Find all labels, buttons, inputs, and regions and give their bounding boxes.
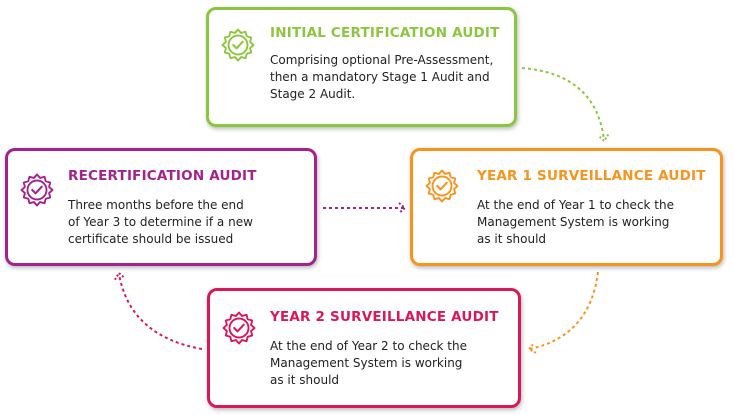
arrow-year2-to-recert xyxy=(114,271,203,350)
certified-seal-checkmark-icon xyxy=(221,28,255,62)
card-title: YEAR 1 SURVEILLANCE AUDIT xyxy=(477,168,706,184)
year-2-surveillance-audit-card: YEAR 2 SURVEILLANCE AUDIT At the end of … xyxy=(207,288,521,408)
card-description: At the end of Year 1 to check the Manage… xyxy=(477,197,674,248)
description-line: Comprising optional Pre-Assessment, xyxy=(270,53,494,67)
description-line: At the end of Year 2 to check the xyxy=(270,339,467,353)
description-line: Management System is working xyxy=(270,356,463,370)
description-line: as it should xyxy=(270,373,340,387)
certified-seal-checkmark-icon xyxy=(222,311,256,345)
arrow-year1-to-year2 xyxy=(527,271,599,354)
description-line: Management System is working xyxy=(477,215,670,229)
description-line: of Year 3 to determine if a new xyxy=(68,215,253,229)
card-title: RECERTIFICATION AUDIT xyxy=(68,168,257,184)
arrow-initial-to-year1 xyxy=(521,67,610,143)
description-line: certificate should be issued xyxy=(68,232,234,246)
card-description: Three months before the end of Year 3 to… xyxy=(68,197,253,248)
card-description: At the end of Year 2 to check the Manage… xyxy=(270,338,467,389)
description-line: Stage 2 Audit. xyxy=(270,87,356,101)
certified-seal-checkmark-icon xyxy=(20,173,54,207)
initial-certification-audit-card: INITIAL CERTIFICATION AUDIT Comprising o… xyxy=(206,7,517,127)
description-line: Three months before the end xyxy=(68,198,244,212)
card-title: INITIAL CERTIFICATION AUDIT xyxy=(270,25,500,41)
card-description: Comprising optional Pre-Assessment, then… xyxy=(270,52,493,103)
certified-seal-checkmark-icon xyxy=(425,169,459,203)
description-line: as it should xyxy=(477,232,547,246)
description-line: At the end of Year 1 to check the xyxy=(477,198,674,212)
recertification-audit-card: RECERTIFICATION AUDIT Three months befor… xyxy=(5,148,317,266)
card-title: YEAR 2 SURVEILLANCE AUDIT xyxy=(270,309,499,325)
year-1-surveillance-audit-card: YEAR 1 SURVEILLANCE AUDIT At the end of … xyxy=(410,148,723,266)
description-line: then a mandatory Stage 1 Audit and xyxy=(270,70,490,84)
